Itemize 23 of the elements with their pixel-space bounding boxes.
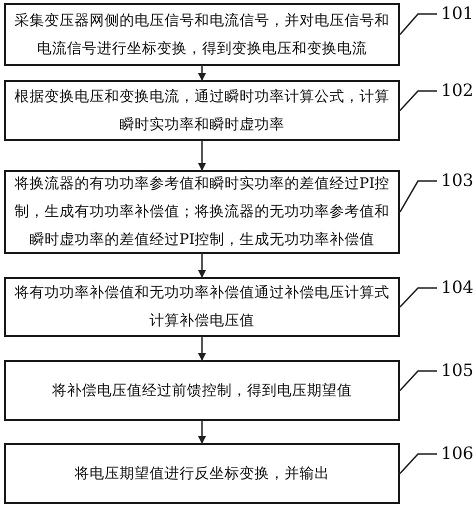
leader-line [399, 287, 437, 308]
step-number: 105 [441, 361, 474, 381]
arrow [198, 141, 206, 171]
process-box: 采集变压器网侧的电压信号和电流信号，并对电压信号和电流信号进行坐标变换，得到变换电压和变换电流 [4, 3, 400, 66]
arrow [198, 66, 206, 81]
step-number: 106 [441, 444, 474, 464]
process-box: 将有功功率补偿值和无功功率补偿值通过补偿电压计算式计算补偿电压值 [4, 277, 400, 337]
process-box: 将补偿电压值经过前馈控制，得到电压期望值 [4, 360, 400, 421]
leader-line [399, 13, 437, 35]
arrow [198, 254, 206, 278]
step-number: 102 [441, 81, 474, 101]
process-box: 将电压期望值进行反坐标变换，并输出 [4, 443, 400, 504]
leader-line [399, 180, 437, 212]
leader-line [399, 370, 437, 391]
arrow [198, 337, 206, 361]
step-number: 103 [441, 171, 474, 191]
process-box: 将换流器的有功功率参考值和瞬时实功率的差值经过PI控制，生成有功功率补偿值；将换流器的无功功率参考值和瞬时虚功率的差值经过PI控制，生成无功功率补偿值 [4, 170, 400, 254]
step-number: 101 [441, 4, 474, 24]
process-box: 根据变换电压和变换电流，通过瞬时功率计算公式，计算瞬时实功率和瞬时虚功率 [4, 80, 400, 141]
leader-line [399, 90, 437, 111]
leader-line [399, 453, 437, 474]
arrow [198, 421, 206, 444]
step-number: 104 [441, 278, 474, 298]
